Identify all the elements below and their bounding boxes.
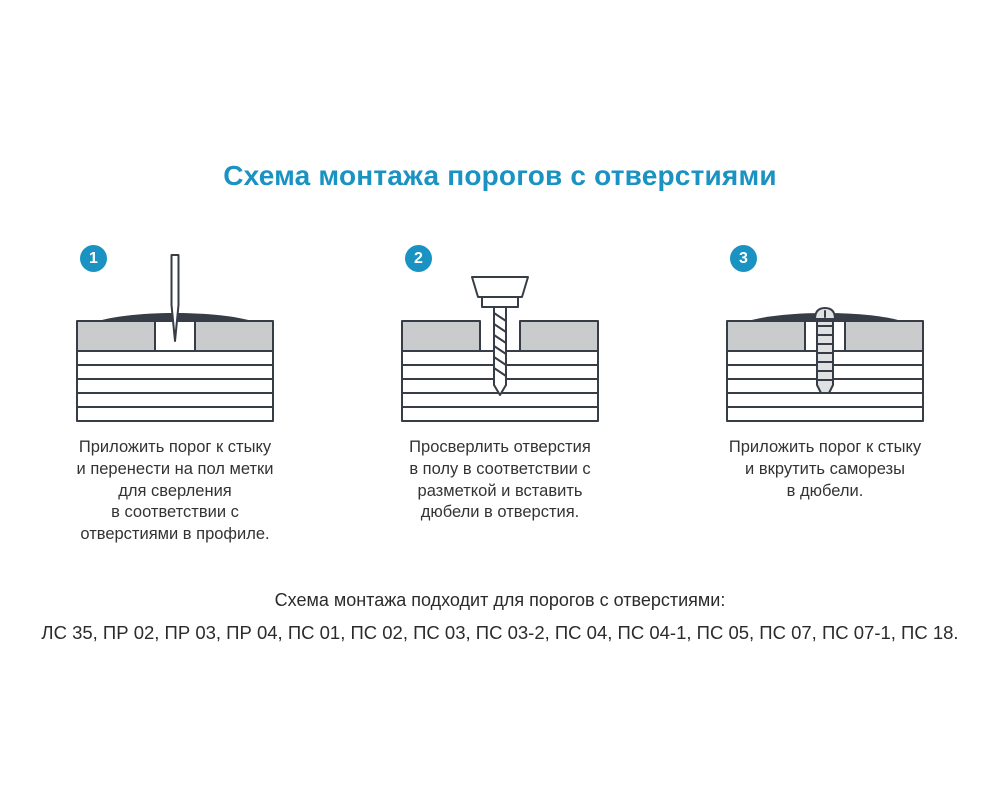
drill-chuck xyxy=(471,276,529,298)
step-3-screwing-diagram xyxy=(726,307,924,422)
floor-covering-left xyxy=(401,320,481,352)
subfloor-layers xyxy=(76,364,274,408)
floor-covering-left xyxy=(726,320,806,352)
drill-icon xyxy=(471,276,529,396)
step-3-number: 3 xyxy=(739,249,748,267)
screw-dowel-icon xyxy=(816,316,834,394)
subfloor xyxy=(76,350,274,422)
step-3-caption: Приложить порог к стыку и вкрутить самор… xyxy=(728,438,922,500)
step-2-caption: Просверлить отверстия в полу в соответст… xyxy=(409,438,591,522)
footer-models-list: ЛС 35, ПР 02, ПР 03, ПР 04, ПС 01, ПС 02… xyxy=(41,622,959,643)
page-title: Схема монтажа порогов с отверстиями xyxy=(223,160,777,191)
step-1-caption: Приложить порог к стыку и перенести на п… xyxy=(76,438,274,544)
floor-covering-left xyxy=(76,320,156,352)
floor-covering-right xyxy=(844,320,924,352)
awl-icon xyxy=(170,254,180,342)
step-3: 3 xyxy=(700,245,950,546)
step-1-number: 1 xyxy=(89,249,98,267)
drill-collar xyxy=(481,296,519,308)
floor-covering-right xyxy=(519,320,599,352)
step-1-number-badge: 1 xyxy=(80,245,107,272)
steps-row: 1 Приложить порог к стыку и перенести на… xyxy=(0,245,1000,546)
step-2-number-badge: 2 xyxy=(405,245,432,272)
step-1: 1 Приложить порог к стыку и перенести на… xyxy=(50,245,300,546)
dowel xyxy=(816,316,834,394)
step-2: 2 xyxy=(375,245,625,546)
dowel-ribs xyxy=(816,325,834,381)
step-1-marking-diagram xyxy=(76,254,274,422)
step-3-number-badge: 3 xyxy=(730,245,757,272)
footer: Схема монтажа подходит для порогов с отв… xyxy=(0,590,1000,644)
drill-bit-spiral xyxy=(493,312,507,377)
footer-intro: Схема монтажа подходит для порогов с отв… xyxy=(274,590,726,610)
step-2-number: 2 xyxy=(414,249,423,267)
floor-covering-right xyxy=(194,320,274,352)
step-2-drilling-diagram xyxy=(401,276,599,422)
